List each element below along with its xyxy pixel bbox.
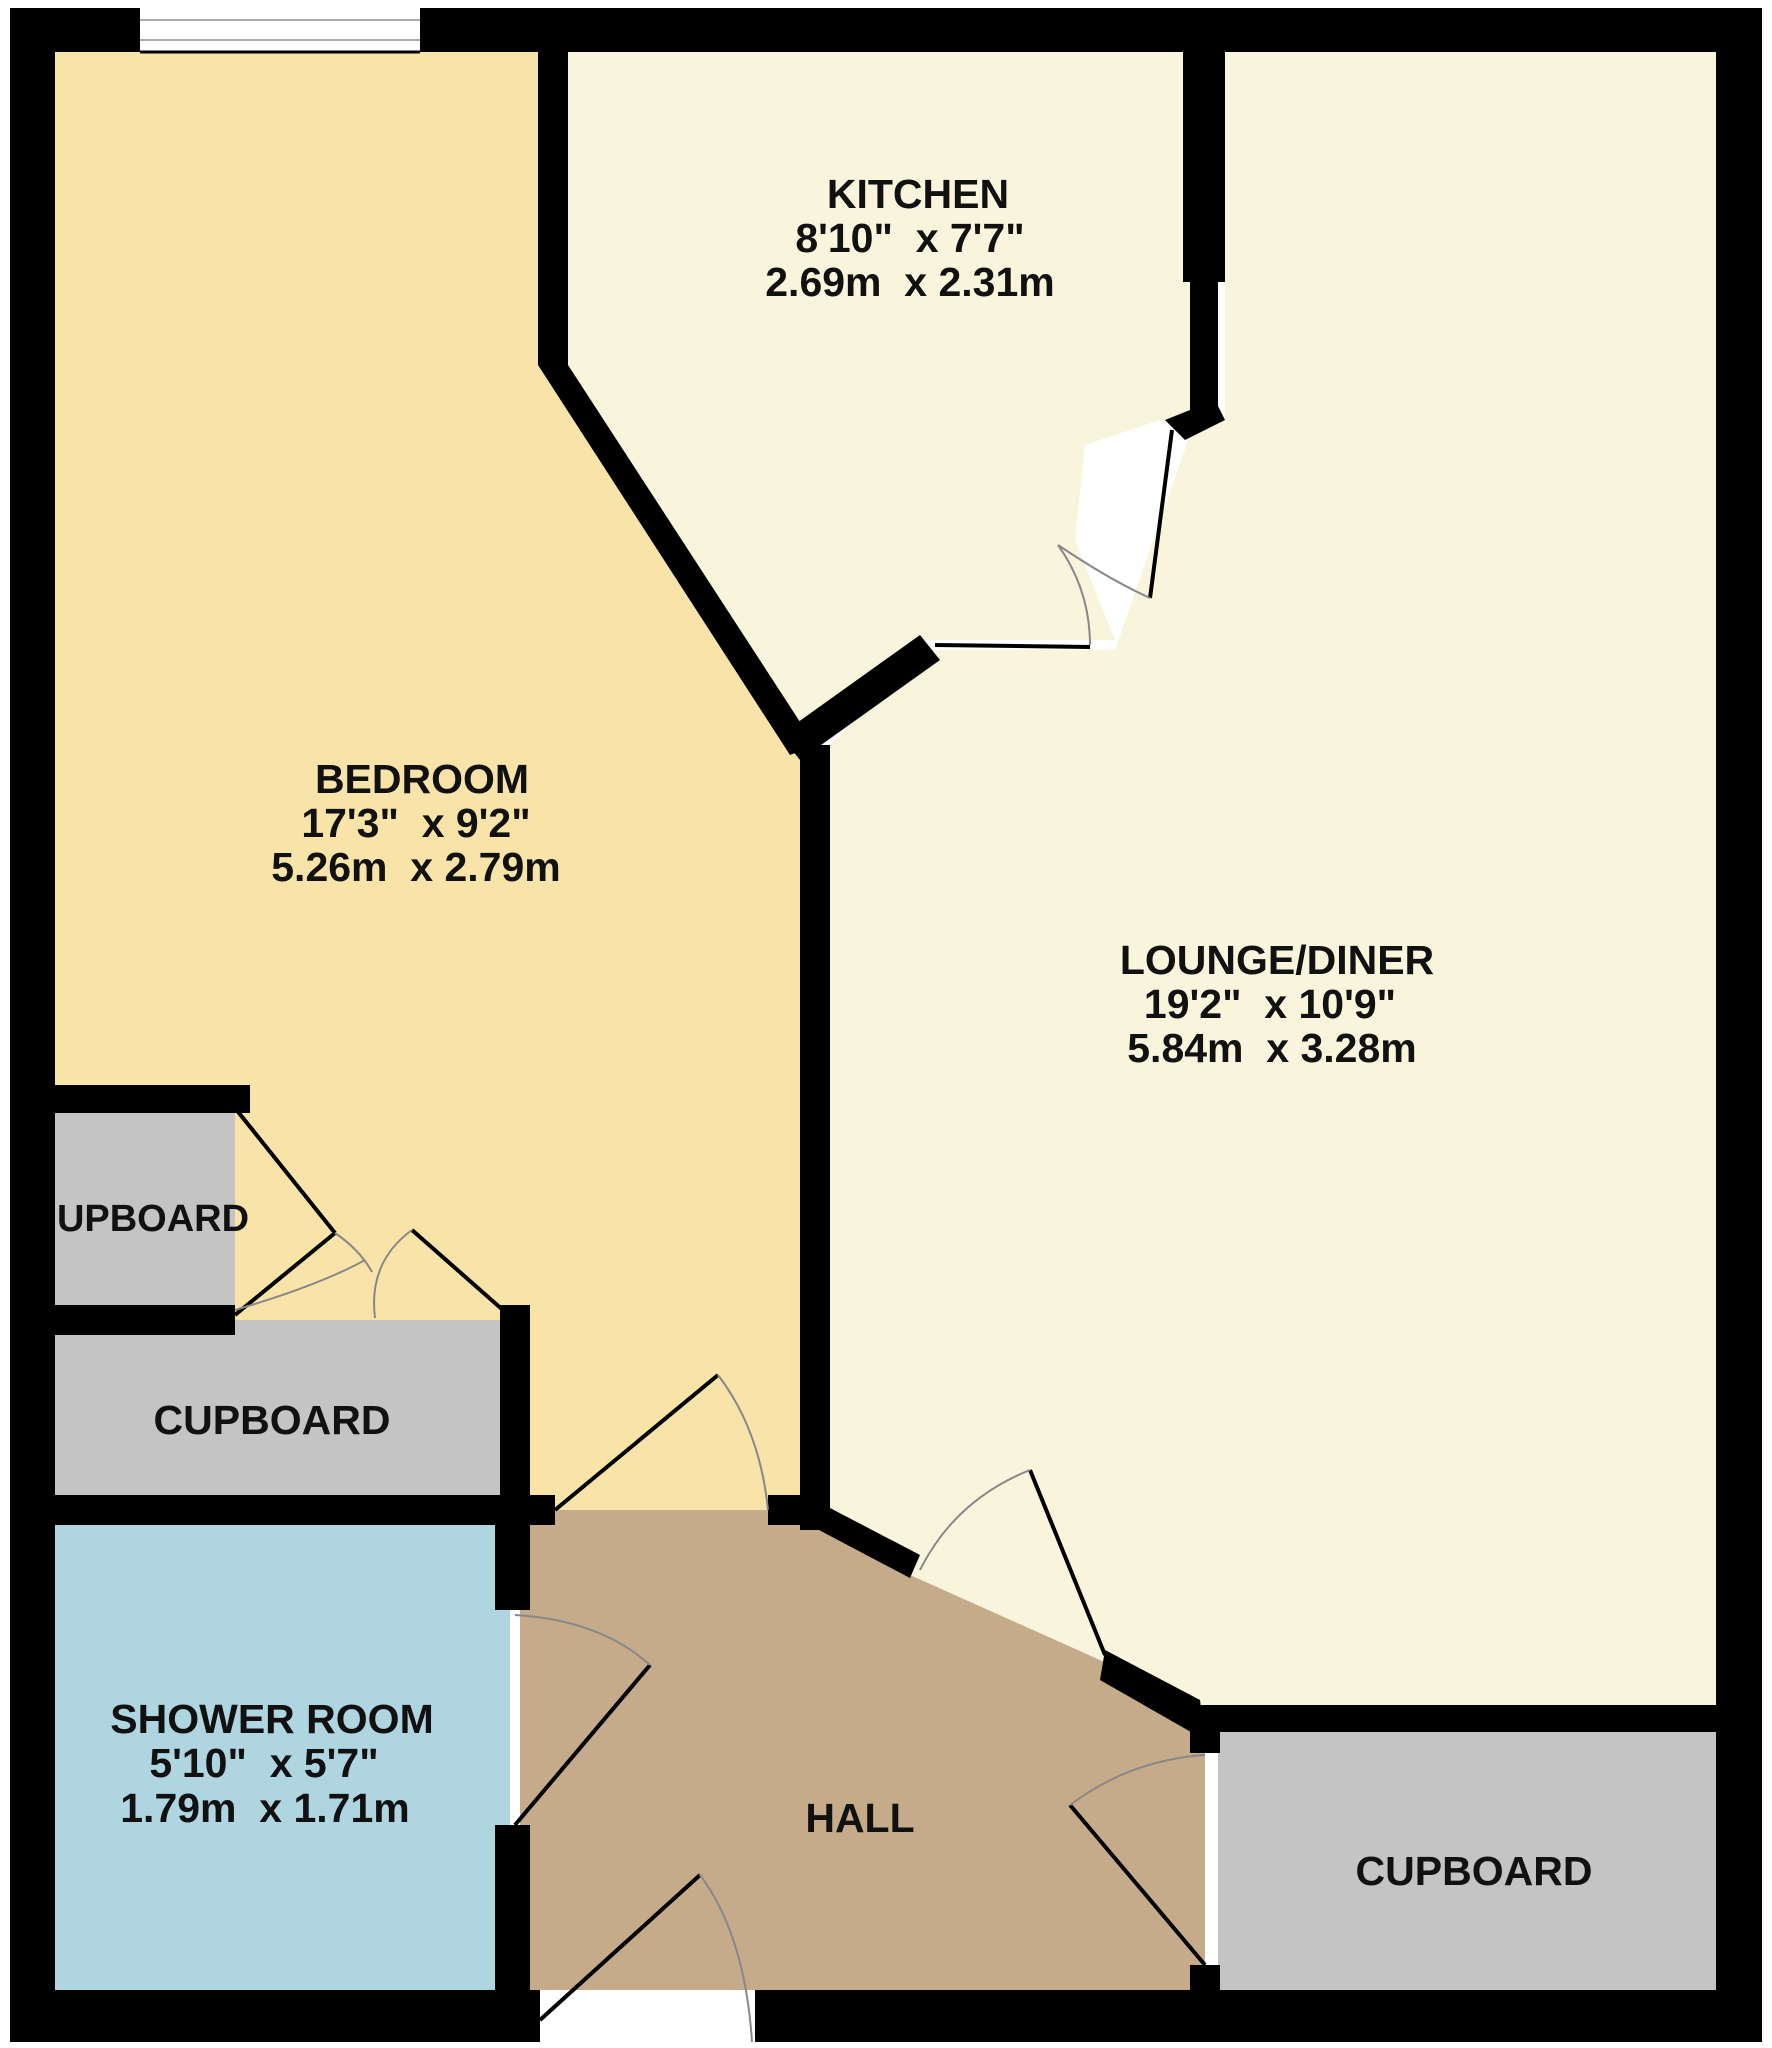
doors: [233, 429, 1207, 2043]
wall-kitchen-corner: [1165, 400, 1225, 440]
cupboard-mid-name: CUPBOARD: [154, 1397, 391, 1443]
kitchen-area: [568, 52, 1195, 740]
lounge-area: [830, 52, 1716, 1705]
wall-shower-right-bottom: [495, 1825, 530, 2035]
wall-bottom-left: [10, 1990, 540, 2042]
wall-cupboard-upper-top: [55, 1085, 250, 1113]
hall-name: HALL: [805, 1795, 914, 1841]
wall-cupboard-right-left-bottom: [1190, 1965, 1220, 1995]
wall-central: [800, 745, 830, 1530]
lounge-metric: 5.84m x 3.28m: [1127, 1025, 1416, 1071]
wall-hall-diagonal: [800, 1508, 920, 1578]
cupboard-mid-area: [55, 1320, 500, 1495]
shower-imperial: 5'10" x 5'7": [149, 1740, 378, 1786]
wall-kitchen-diagonal: [780, 635, 940, 760]
wall-hall-top-stub: [768, 1495, 830, 1525]
wall-top: [420, 8, 1762, 52]
wall-kitchen-right: [1183, 40, 1225, 282]
shower-metric: 1.79m x 1.71m: [120, 1785, 409, 1831]
bedroom-imperial: 17'3" x 9'2": [301, 800, 530, 846]
kitchen-imperial: 8'10" x 7'7": [795, 215, 1024, 261]
wall-kitchen-left: [538, 40, 568, 365]
wall-right: [1716, 8, 1762, 2042]
shower-room-area: [55, 1525, 510, 1990]
bedroom-name: BEDROOM: [315, 756, 529, 802]
wall-bedroom-diagonal: [538, 365, 815, 755]
room-fills: [55, 52, 1716, 1990]
cupboard-upper-area: [55, 1110, 235, 1305]
wall-shower-top: [55, 1495, 555, 1525]
wall-left: [10, 8, 55, 2042]
bedroom-area: [55, 52, 800, 1510]
window: [140, 8, 420, 54]
cupboard-right-name: CUPBOARD: [1356, 1848, 1593, 1894]
lounge-name: LOUNGE/DINER: [1120, 937, 1434, 983]
kitchen-name: KITCHEN: [827, 171, 1009, 217]
wall-cupboard-right-left-top: [1190, 1705, 1220, 1753]
lounge-imperial: 19'2" x 10'9": [1144, 981, 1396, 1027]
walls: [10, 8, 1762, 2042]
cupboard-upper-name: UPBOARD: [57, 1198, 249, 1240]
wall-shower-right-top: [495, 1495, 530, 1610]
kitchen-metric: 2.69m x 2.31m: [765, 259, 1054, 305]
bedroom-metric: 5.26m x 2.79m: [271, 844, 560, 890]
wall-top-left: [10, 8, 140, 52]
wall-cupboard-right-top: [1205, 1705, 1716, 1732]
wall-cupboard-mid-right: [500, 1305, 530, 1510]
wall-kitchen-right-lower: [1190, 282, 1218, 412]
wall-cupboard-upper-bottom: [55, 1305, 235, 1335]
wall-lounge-hall-diagonal: [1100, 1650, 1205, 1740]
wall-bottom-right: [755, 1990, 1762, 2042]
room-labels: KITCHEN 8'10" x 7'7" 2.69m x 2.31m BEDRO…: [57, 171, 1593, 1894]
shower-name: SHOWER ROOM: [110, 1696, 433, 1742]
hall-area: [520, 1510, 1205, 1990]
cupboard-right-area: [1218, 1732, 1716, 1990]
